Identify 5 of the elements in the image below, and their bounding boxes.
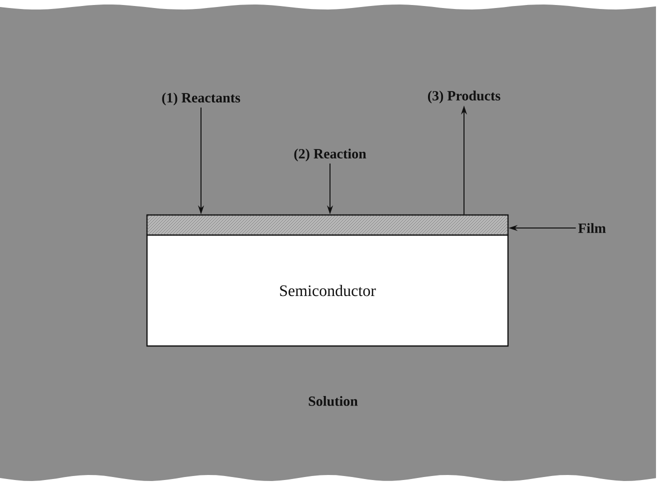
- semiconductor-block: Semiconductor: [146, 234, 509, 347]
- process-label: (2) Reaction: [294, 148, 366, 162]
- process-label: Film: [578, 223, 606, 233]
- process-label: (1) Reactants: [162, 92, 240, 106]
- process-label: (3) Products: [428, 90, 500, 104]
